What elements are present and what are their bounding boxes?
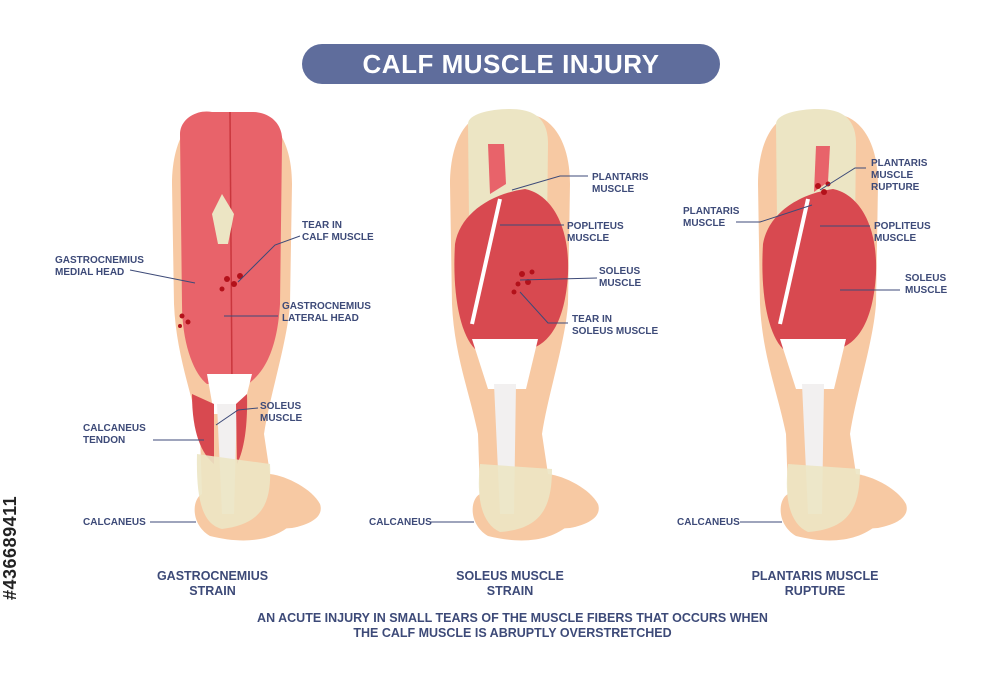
label-plantaris-muscle-2: PLANTARIS MUSCLE: [592, 172, 649, 195]
label-popliteus-muscle-2: POPLITEUS MUSCLE: [567, 221, 624, 244]
stock-id: #436689411: [0, 495, 20, 600]
footer-description: AN ACUTE INJURY IN SMALL TEARS OF THE MU…: [257, 611, 768, 640]
label-gastrocnemius-medial-head: GASTROCNEMIUS MEDIAL HEAD: [55, 255, 144, 278]
label-soleus-muscle-2: SOLEUS MUSCLE: [599, 266, 642, 289]
label-calcaneus-tendon: CALCANEUS TENDON: [83, 423, 146, 446]
label-calcaneus-3: CALCANEUS: [677, 517, 740, 528]
label-calcaneus-2: CALCANEUS: [369, 517, 432, 528]
label-tear-in-calf-muscle: TEAR IN CALF MUSCLE: [302, 220, 374, 243]
leg-1: [172, 111, 321, 541]
leg-3: [758, 109, 907, 541]
label-popliteus-muscle-3: POPLITEUS MUSCLE: [874, 221, 931, 244]
caption-gastrocnemius-strain: GASTROCNEMIUS STRAIN: [156, 569, 269, 598]
caption-plantaris-muscle-rupture: PLANTARIS MUSCLE RUPTURE: [751, 569, 879, 598]
label-plantaris-muscle-rupture: PLANTARIS MUSCLE RUPTURE: [871, 158, 928, 193]
caption-soleus-muscle-strain: SOLEUS MUSCLE STRAIN: [456, 569, 564, 598]
label-soleus-muscle-3: SOLEUS MUSCLE: [905, 273, 948, 296]
label-tear-in-soleus-muscle: TEAR IN SOLEUS MUSCLE: [572, 314, 659, 337]
label-soleus-muscle-1: SOLEUS MUSCLE: [260, 401, 303, 424]
label-calcaneus-1: CALCANEUS: [83, 517, 146, 528]
label-plantaris-muscle-3: PLANTARIS MUSCLE: [683, 206, 740, 229]
page-title: CALF MUSCLE INJURY: [302, 44, 720, 84]
label-gastrocnemius-lateral-head: GASTROCNEMIUS LATERAL HEAD: [282, 301, 371, 324]
